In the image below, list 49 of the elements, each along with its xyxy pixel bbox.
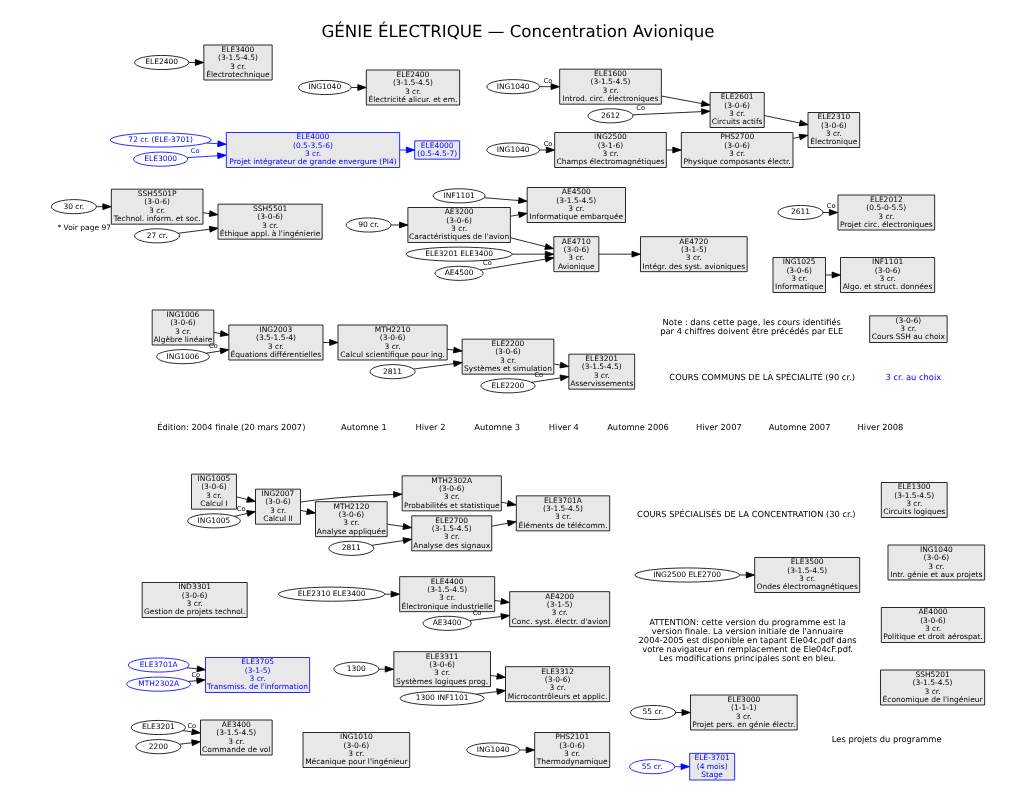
arrow (553, 361, 570, 369)
arrow (206, 140, 227, 148)
arrow (182, 728, 201, 736)
arrow (187, 677, 206, 684)
arrow (632, 108, 711, 116)
arrow (494, 598, 510, 605)
arrow (413, 360, 463, 370)
arrow (399, 146, 416, 154)
arrow (234, 510, 256, 517)
arrow (300, 508, 316, 515)
arrow (213, 330, 230, 337)
arrow (510, 237, 554, 250)
arrow (739, 571, 755, 579)
arrow (300, 491, 403, 503)
arrow (764, 115, 809, 127)
arrow (825, 271, 841, 279)
arrow (666, 146, 682, 154)
arrow (539, 83, 560, 90)
arrow (483, 197, 528, 204)
arrow (202, 210, 219, 217)
arrow (491, 519, 517, 527)
diagram-title: GÉNIE ÉLECTRIQUE — Concentration Avionique (321, 20, 715, 41)
arrow (519, 746, 535, 754)
arrow (386, 523, 412, 530)
arrow (792, 133, 809, 141)
arrow (479, 255, 555, 271)
arrow (177, 225, 219, 234)
arrow (510, 211, 528, 219)
arrow (674, 763, 690, 770)
arrow (205, 347, 230, 355)
arrow (490, 673, 506, 680)
arrow (446, 346, 463, 354)
arrow (390, 221, 409, 229)
arrow (661, 95, 711, 107)
arrow (539, 146, 556, 154)
arrow (378, 665, 394, 673)
arrow (675, 709, 691, 716)
arrow (179, 739, 201, 747)
arrow (371, 537, 413, 546)
arrow (598, 250, 641, 258)
arrow (186, 665, 206, 673)
arrow (236, 496, 256, 503)
arrow (186, 152, 227, 160)
arrow (531, 374, 570, 383)
arrow (511, 250, 555, 258)
arrow (95, 203, 112, 210)
arrow (501, 500, 517, 507)
arrow (384, 590, 400, 598)
arrow (475, 688, 506, 695)
